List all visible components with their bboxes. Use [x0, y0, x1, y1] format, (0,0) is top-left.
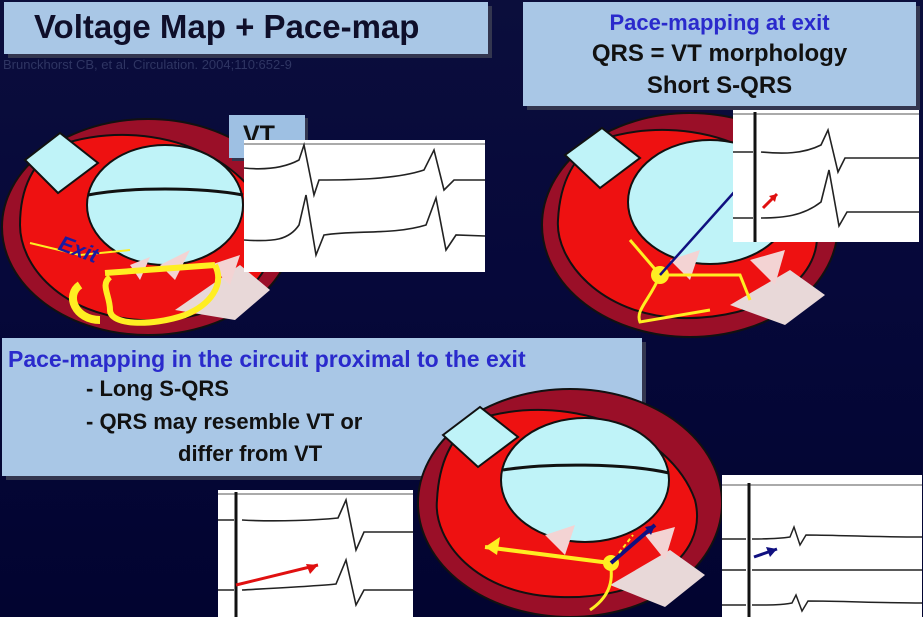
heart-pacemap-proximal: [415, 385, 725, 617]
slide-title: Voltage Map + Pace-map: [34, 8, 420, 45]
ecg-exit: [733, 110, 919, 242]
citation-text: Brunckhorst CB, et al. Circulation. 2004…: [3, 57, 292, 72]
exit-pacemap-title: Pace-mapping at exit: [609, 10, 830, 35]
ecg-proximal-different: [722, 475, 922, 617]
ecg-proximal-long-sqrs: [218, 490, 413, 617]
exit-pacemap-line-1: QRS = VT morphology: [591, 40, 848, 67]
proximal-pacemap-title: Pace-mapping in the circuit proximal to …: [8, 346, 526, 372]
exit-pacemap-box: Pace-mapping at exit QRS = VT morphology…: [523, 2, 916, 106]
heart-voltage-map-vt: Exit: [0, 115, 300, 337]
ecg-vt: [244, 140, 485, 272]
proximal-pacemap-line-1: - Long S-QRS: [86, 376, 229, 401]
proximal-pacemap-line-2: - QRS may resemble VT or: [86, 409, 363, 434]
proximal-pacemap-line-3: differ from VT: [178, 441, 323, 466]
title-banner: Voltage Map + Pace-map: [4, 2, 488, 54]
exit-pacemap-line-2: Short S-QRS: [646, 72, 793, 99]
